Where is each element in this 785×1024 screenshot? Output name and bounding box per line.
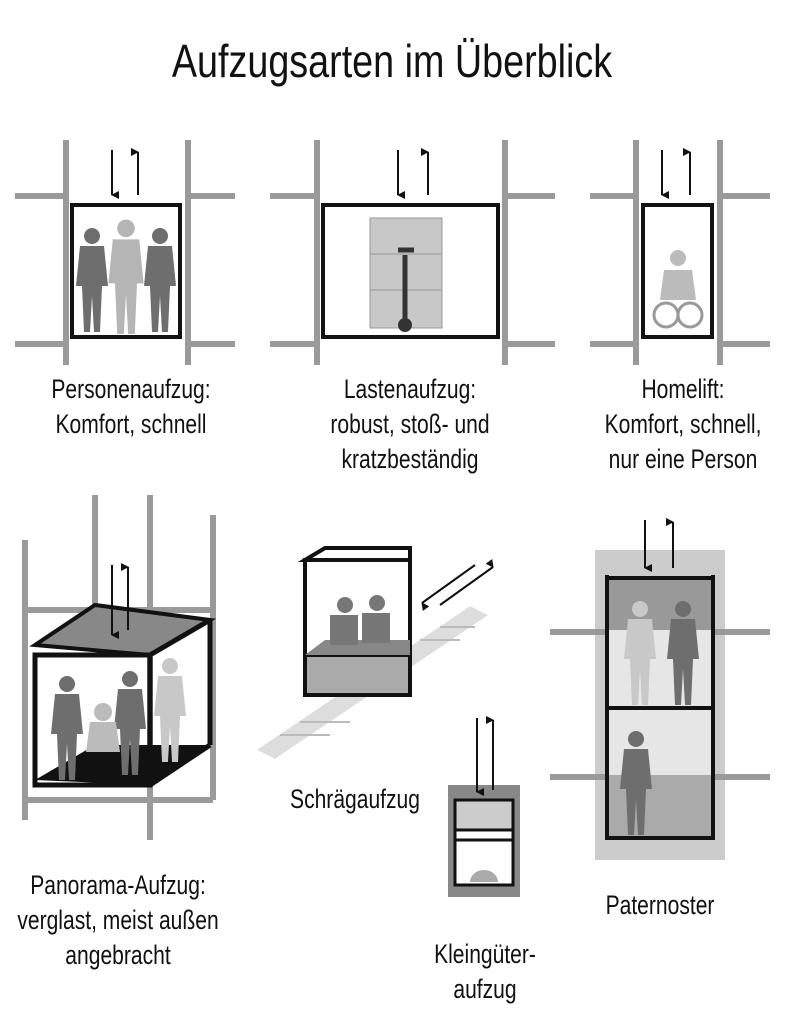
panoramic-elevator-figure	[22, 495, 217, 840]
type-desc: Komfort, schnell,	[604, 409, 762, 439]
type-name: Schrägaufzug	[290, 784, 420, 814]
paternoster-figure	[550, 518, 770, 860]
label-panoramic-elevator: Panorama-Aufzug: verglast, meist außen a…	[17, 868, 218, 973]
passenger-elevator-figure	[15, 140, 235, 365]
homelift-figure	[590, 140, 770, 365]
type-desc: angebracht	[65, 940, 171, 970]
label-inclined-elevator: Schrägaufzug	[290, 782, 420, 817]
type-name: Panorama-Aufzug:	[30, 870, 206, 900]
label-dumbwaiter: Kleingüter- aufzug	[434, 937, 536, 1007]
type-name: Kleingüter-	[434, 939, 536, 969]
type-name: Lastenaufzug:	[343, 374, 477, 404]
type-name: Paternoster	[605, 890, 715, 920]
dumbwaiter-figure	[448, 716, 520, 897]
type-desc: Komfort, schnell	[55, 409, 207, 439]
label-freight-elevator: Lastenaufzug: robust, stoß- und kratzbes…	[330, 372, 489, 477]
label-homelift: Homelift: Komfort, schnell, nur eine Per…	[605, 372, 762, 477]
inclined-elevator-figure	[253, 546, 494, 762]
type-desc: kratzbeständig	[341, 444, 479, 474]
type-name: Homelift:	[641, 374, 725, 404]
type-desc: verglast, meist außen	[17, 905, 219, 935]
type-desc: aufzug	[453, 974, 517, 1004]
page-title: Aufzugsarten im Überblick	[171, 35, 613, 87]
type-desc: nur eine Person	[608, 444, 758, 474]
type-desc: robust, stoß- und	[330, 409, 490, 439]
label-passenger-elevator: Personenaufzug: Komfort, schnell	[51, 372, 210, 442]
freight-elevator-figure	[270, 140, 555, 365]
label-paternoster: Paternoster	[606, 888, 715, 923]
up-down-arrows-icon	[111, 148, 139, 199]
type-name: Personenaufzug:	[51, 374, 211, 404]
